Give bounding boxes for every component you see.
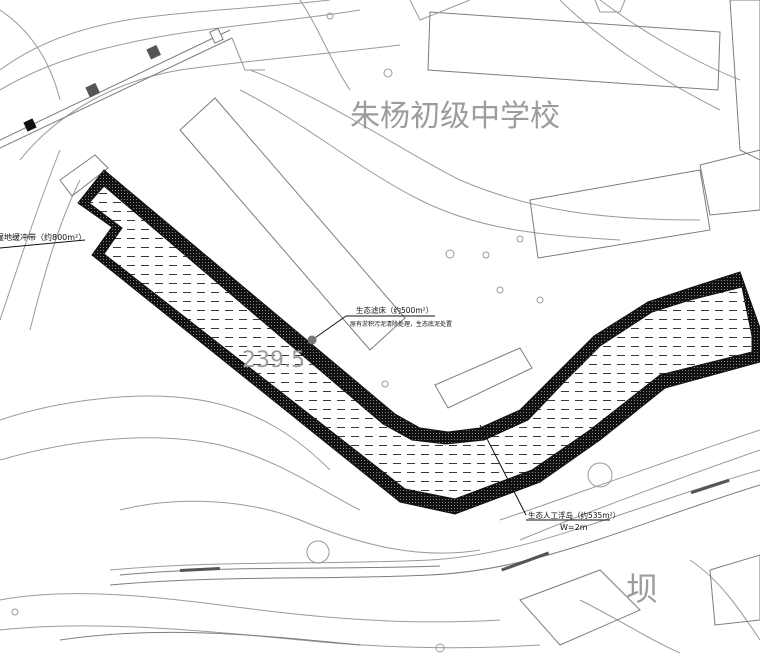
- dam-label: 坝: [626, 570, 658, 608]
- survey-points: [11, 12, 613, 653]
- buildings: [59, 0, 760, 646]
- sludge-note-callout: 原有淤积污泥清除处理，生态底泥处置: [350, 320, 452, 328]
- school-name-label: 朱杨初级中学校: [350, 99, 560, 134]
- road-top-left: [0, 27, 265, 149]
- elevation-label: 239.5: [242, 348, 305, 373]
- road-bottom: [119, 478, 730, 576]
- floating-island-callout: 生态人工浮岛（约535m²）: [528, 510, 620, 520]
- leader-lines: [0, 239, 610, 521]
- island-width-callout: W=2m: [560, 523, 588, 532]
- filter-bed-callout: 生态滤床（约500m²）: [356, 305, 433, 315]
- pond-water: [88, 185, 753, 500]
- wetland-buffer-callout: 湿地缓冲带（约800m²）: [0, 232, 86, 242]
